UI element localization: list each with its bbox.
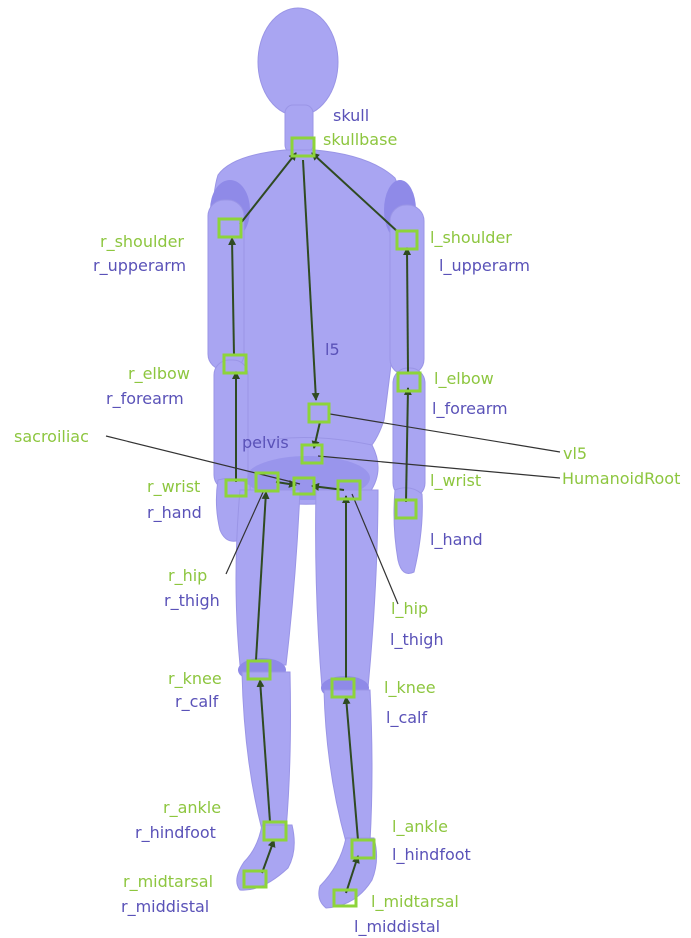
label-l-shoulder: l_shoulder <box>430 228 512 248</box>
label-l-midtarsal: l_midtarsal <box>371 892 459 912</box>
label-l-forearm: l_forearm <box>432 399 508 419</box>
l-foot-shape <box>319 838 377 908</box>
r-forearm-shape <box>214 360 248 490</box>
label-sacroiliac: sacroiliac <box>14 427 89 446</box>
label-l-upperarm: l_upperarm <box>439 256 530 276</box>
label-l-middistal: l_middistal <box>354 917 440 937</box>
bone-lelbow-lshoulder <box>407 248 408 372</box>
label-humanoidroot: HumanoidRoot <box>562 469 680 488</box>
label-vl5: vl5 <box>563 444 587 463</box>
label-l-knee: l_knee <box>384 678 436 698</box>
label-r-hip: r_hip <box>168 566 207 586</box>
label-r-shoulder: r_shoulder <box>100 232 184 252</box>
label-r-thigh: r_thigh <box>164 591 220 611</box>
label-l-calf: l_calf <box>386 708 427 728</box>
label-l5: l5 <box>325 340 340 359</box>
label-l-hip: l_hip <box>391 599 428 619</box>
label-r-calf: r_calf <box>175 692 219 712</box>
label-r-middistal: r_middistal <box>121 897 209 917</box>
r-calf-shape <box>242 672 291 830</box>
label-r-hand: r_hand <box>147 503 202 523</box>
label-pelvis: pelvis <box>242 433 289 452</box>
label-r-midtarsal: r_midtarsal <box>123 872 213 892</box>
label-l-thigh: l_thigh <box>390 630 444 650</box>
head <box>258 8 338 116</box>
r-upperarm-shape <box>208 200 244 370</box>
label-l-hindfoot: l_hindfoot <box>392 845 471 865</box>
label-r-wrist: r_wrist <box>147 477 200 497</box>
label-l-elbow: l_elbow <box>434 369 494 389</box>
r-thigh-shape <box>236 490 300 665</box>
label-skullbase: skullbase <box>323 130 397 149</box>
neck <box>285 105 313 153</box>
label-l-ankle: l_ankle <box>392 817 448 837</box>
label-r-elbow: r_elbow <box>128 364 190 384</box>
label-r-knee: r_knee <box>168 669 222 689</box>
label-r-hindfoot: r_hindfoot <box>135 823 216 843</box>
label-skull: skull <box>333 106 369 125</box>
label-l-wrist: l_wrist <box>430 471 481 491</box>
label-r-upperarm: r_upperarm <box>93 256 186 276</box>
label-r-forearm: r_forearm <box>106 389 184 409</box>
label-l-hand: l_hand <box>430 530 483 550</box>
label-r-ankle: r_ankle <box>163 798 221 818</box>
